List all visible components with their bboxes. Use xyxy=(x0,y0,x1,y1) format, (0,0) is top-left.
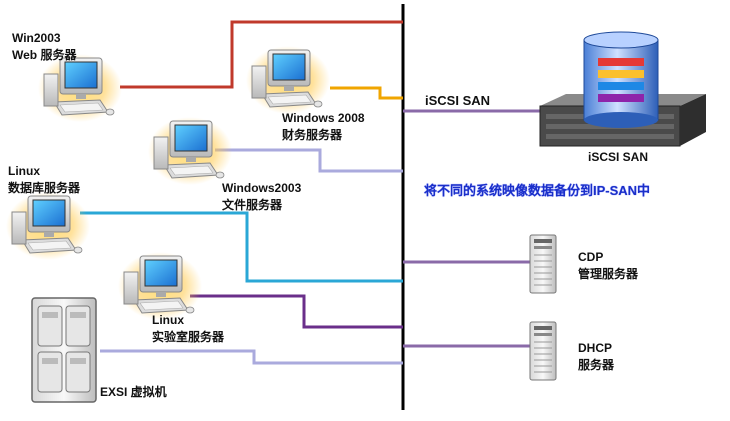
label-cdp: CDP 管理服务器 xyxy=(578,250,639,281)
link-win2003-file xyxy=(215,148,403,173)
link-exsi xyxy=(100,349,403,365)
computer-workstation-icon xyxy=(245,45,331,115)
label-linux-lab: Linux 实验室服务器 xyxy=(152,313,225,344)
label-exsi: EXSI 虚拟机 xyxy=(100,385,167,399)
caption-backup: 将不同的系统映像数据备份到IP-SAN中 xyxy=(424,183,651,198)
storage-array-icon xyxy=(539,31,706,147)
computer-workstation-icon xyxy=(5,191,91,261)
label-win2008-finance: Windows 2008 财务服务器 xyxy=(282,111,365,142)
blade-server-icon xyxy=(31,297,97,403)
label-win2003-web: Win2003 Web 服务器 xyxy=(12,31,77,62)
label-iscsi-san-device: iSCSI SAN xyxy=(588,150,649,164)
label-win2003-file: Windows2003 文件服务器 xyxy=(222,181,302,212)
computer-workstation-icon xyxy=(117,251,203,321)
link-linux-db xyxy=(80,211,403,283)
tower-server-icon xyxy=(529,321,557,381)
computer-workstation-icon xyxy=(37,53,123,123)
tower-server-icon xyxy=(529,234,557,294)
label-iscsi-san-link: iSCSI SAN xyxy=(425,93,491,108)
link-linux-lab xyxy=(190,294,403,329)
link-win2003-web xyxy=(120,20,403,89)
label-linux-db: Linux 数据库服务器 xyxy=(8,164,81,195)
label-dhcp: DHCP 服务器 xyxy=(578,341,615,372)
computer-workstation-icon xyxy=(147,116,233,186)
link-win2008-finance xyxy=(330,86,403,100)
